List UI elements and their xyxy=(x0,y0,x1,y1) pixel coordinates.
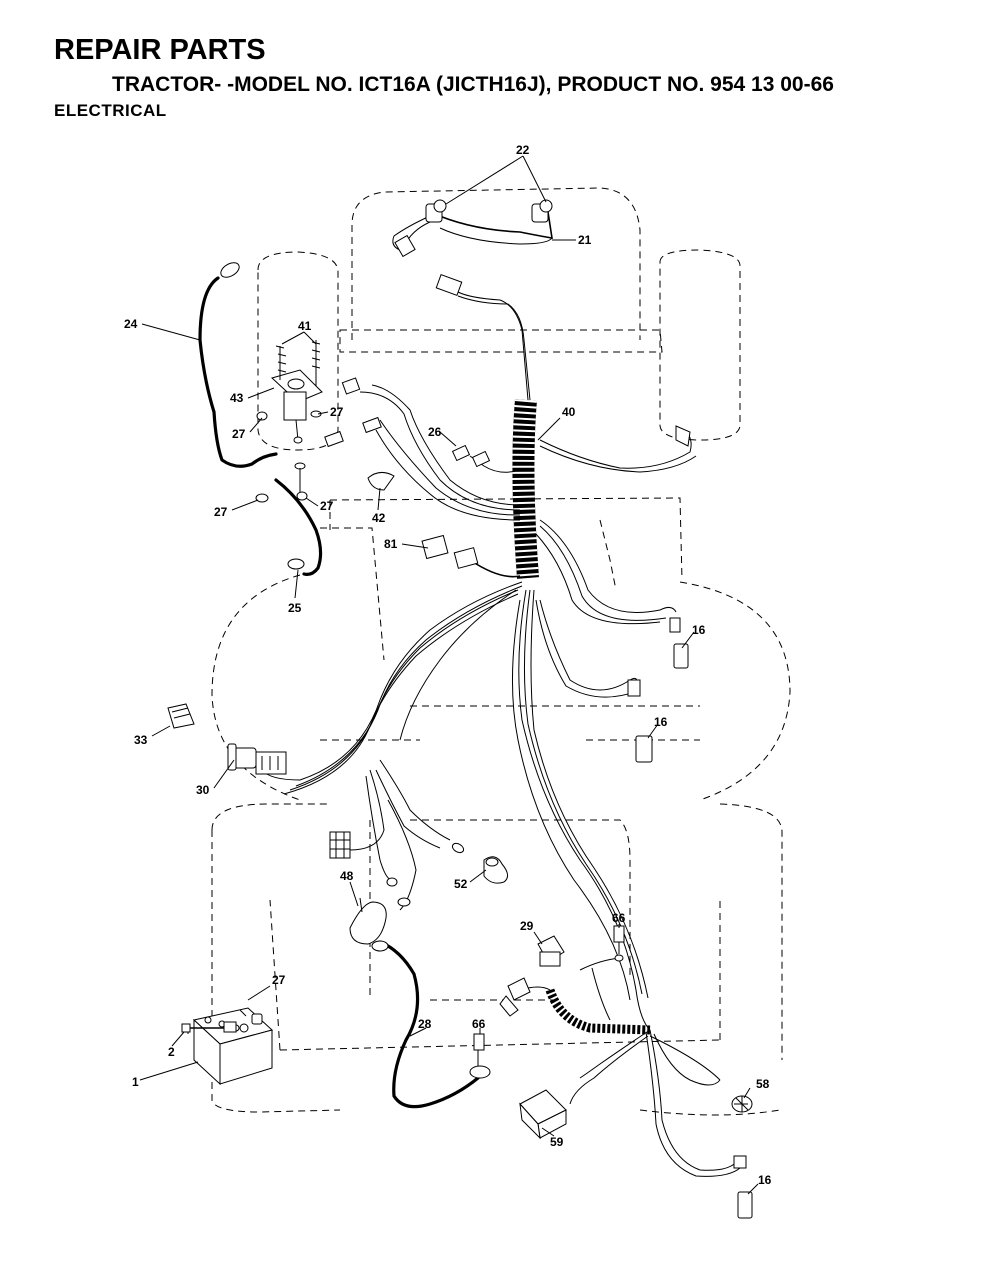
callout-24: 24 xyxy=(124,317,138,331)
connector-66-a xyxy=(613,925,625,962)
callout-41: 41 xyxy=(298,319,312,333)
headlight-right xyxy=(531,199,553,223)
callout-27-c: 27 xyxy=(214,505,228,519)
callout-33: 33 xyxy=(134,733,148,747)
callout-42: 42 xyxy=(372,511,386,525)
callout-22: 22 xyxy=(516,143,530,157)
callout-58: 58 xyxy=(756,1077,770,1091)
callout-81: 81 xyxy=(384,537,398,551)
callout-27-a: 27 xyxy=(330,405,344,419)
callout-27-e: 27 xyxy=(272,973,286,987)
connector-66-b xyxy=(469,1033,491,1079)
cable-28 xyxy=(378,940,480,1109)
callout-labels: 22 21 24 41 43 27 27 26 40 27 27 42 81 2… xyxy=(124,143,772,1187)
connector-block xyxy=(329,831,351,859)
switch-16-b xyxy=(627,679,653,763)
switch-16-c xyxy=(733,1155,753,1219)
callout-59: 59 xyxy=(550,1135,564,1149)
wiring-harness xyxy=(261,211,741,1177)
callout-16-c: 16 xyxy=(758,1173,772,1187)
cable-25 xyxy=(274,478,323,576)
callout-21: 21 xyxy=(578,233,592,247)
module-59 xyxy=(519,1089,567,1140)
callout-66-a: 66 xyxy=(612,911,626,925)
components xyxy=(167,199,753,1219)
harness-loom xyxy=(512,399,539,579)
coiled-wire xyxy=(545,988,651,1035)
part-58 xyxy=(731,1095,753,1113)
solenoid-43 xyxy=(271,340,323,444)
callout-48: 48 xyxy=(340,869,354,883)
callout-30: 30 xyxy=(196,783,210,797)
callout-52: 52 xyxy=(454,877,468,891)
page-header: REPAIR PARTS TRACTOR- -MODEL NO. ICT16A … xyxy=(0,0,989,130)
callout-28: 28 xyxy=(418,1017,432,1031)
callout-29: 29 xyxy=(520,919,534,933)
cable-24 xyxy=(198,276,278,468)
callout-40: 40 xyxy=(562,405,576,419)
model-line: TRACTOR- -MODEL NO. ICT16A (JICTH16J), P… xyxy=(112,73,834,96)
relay-29 xyxy=(537,935,565,967)
switch-16-a xyxy=(669,617,689,669)
leader-lines xyxy=(139,155,759,1195)
callout-16-a: 16 xyxy=(692,623,706,637)
callout-66-b: 66 xyxy=(472,1017,486,1031)
callout-27-b: 27 xyxy=(232,427,246,441)
callout-27-d: 27 xyxy=(320,499,334,513)
ignition-switch-30 xyxy=(227,743,287,775)
tractor-outline xyxy=(211,187,791,1116)
callout-26: 26 xyxy=(428,425,442,439)
section-label: ELECTRICAL xyxy=(54,101,167,120)
callout-25: 25 xyxy=(288,601,302,615)
headlight-left xyxy=(425,199,447,223)
callout-1: 1 xyxy=(132,1075,139,1089)
battery-cables xyxy=(198,276,480,1109)
battery-1 xyxy=(192,1007,274,1086)
callout-16-b: 16 xyxy=(654,715,668,729)
callout-2: 2 xyxy=(168,1045,175,1059)
page-title: REPAIR PARTS xyxy=(54,34,266,66)
callout-43: 43 xyxy=(230,391,244,405)
